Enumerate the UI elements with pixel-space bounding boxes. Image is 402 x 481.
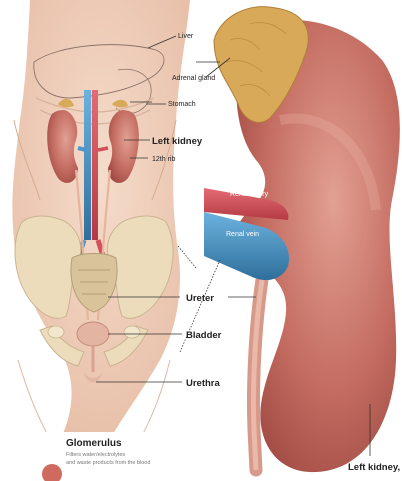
label-urethra: Urethra [186,378,221,389]
inset-title: Glomerulus [66,438,122,449]
renal-vein-small-r [78,148,86,150]
label-renal-artery: Renal artery [230,191,269,198]
label-left-kidney: Left kidney [152,136,203,147]
bladder-shape [77,322,109,346]
inset-line-1: Filters water/electrolytes [66,452,126,458]
inset-line-2: and waste products from the blood [66,460,150,466]
label-ureter: Ureter [186,293,214,304]
renal-artery-small-l [98,148,108,150]
large-kidney-group [204,7,400,472]
aorta [92,90,98,240]
label-12th-rib: 12th rib [152,156,175,163]
label-bladder: Bladder [186,330,222,341]
label-liver: Liver [178,33,194,40]
vena-cava [84,90,91,240]
label-renal-vein: Renal vein [226,231,259,238]
label-adrenal-gland: Adrenal gland [172,75,215,82]
label-left-kidney-caption: Left kidney, [348,462,400,473]
label-stomach: Stomach [168,101,196,108]
